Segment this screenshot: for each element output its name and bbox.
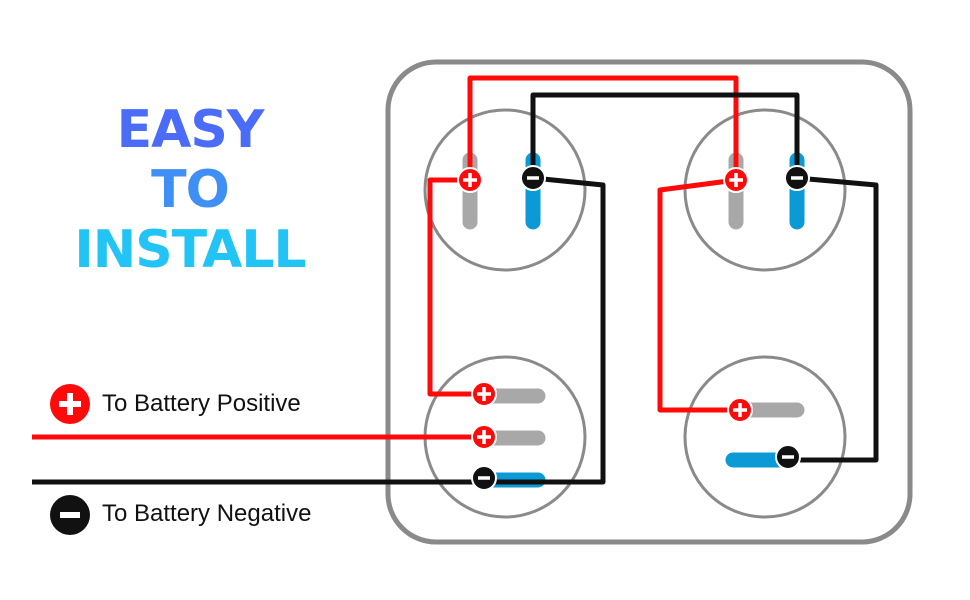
plus-terminal-marker xyxy=(723,167,749,193)
headline-line-1: EASY xyxy=(116,100,265,160)
legend-positive-label: To Battery Positive xyxy=(102,390,301,417)
headline-line-2: TO xyxy=(151,160,230,220)
positive-wires xyxy=(32,75,740,440)
positive-wire-right xyxy=(657,177,740,413)
minus-terminal-marker xyxy=(775,444,801,470)
minus-terminal-marker xyxy=(520,165,546,191)
switch-top-left xyxy=(423,108,587,272)
plus-terminal-marker xyxy=(471,381,497,407)
negative-wires xyxy=(32,92,879,485)
minus-terminal-marker xyxy=(471,465,497,491)
plus-terminal-marker xyxy=(457,167,483,193)
headline-line-3: INSTALL xyxy=(74,220,306,280)
positive-wire-left xyxy=(427,177,484,397)
negative-wire-left xyxy=(484,175,606,485)
minus-circle-icon xyxy=(50,495,90,535)
negative-wire-right xyxy=(788,175,879,463)
positive-jumper-top xyxy=(467,75,739,180)
legend-negative-label: To Battery Negative xyxy=(102,500,312,527)
switch-top-right xyxy=(683,108,847,272)
minus-terminal-marker xyxy=(784,165,810,191)
negative-jumper-top xyxy=(530,92,800,178)
plus-circle-icon xyxy=(50,384,90,424)
plus-terminal-marker xyxy=(727,397,753,423)
plus-terminal-marker xyxy=(471,424,497,450)
switch-bottom-right xyxy=(683,355,847,519)
